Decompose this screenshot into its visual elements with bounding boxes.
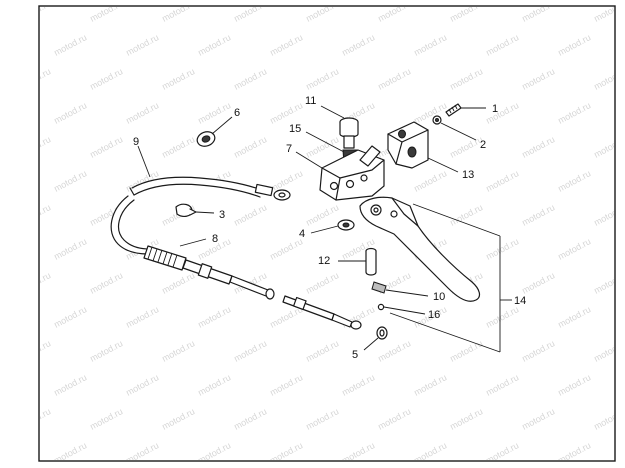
callout-group-7: 7 (286, 143, 323, 169)
callout-2: 2 (480, 139, 486, 151)
part-clutch-cable (110, 195, 275, 300)
part-handlebar-clamp (387, 121, 429, 169)
callout-group-10: 10 (385, 289, 445, 303)
callout-3: 3 (219, 209, 225, 221)
callout-group-15: 15 (289, 123, 345, 153)
callout-6: 6 (234, 107, 240, 119)
callout-group-12: 12 (318, 255, 366, 267)
part-detent-ball (377, 303, 385, 311)
callout-10: 10 (433, 291, 445, 303)
callout-1: 1 (492, 103, 498, 115)
callout-8: 8 (212, 233, 218, 245)
callout-11: 11 (305, 95, 316, 107)
callout-12: 12 (318, 255, 330, 267)
callout-group-11: 11 (305, 95, 345, 119)
callout-group-1: 1 (461, 103, 498, 115)
callout-group-4: 4 (299, 225, 339, 240)
callout-13: 13 (462, 169, 474, 181)
callout-group-13: 13 (427, 157, 474, 181)
callout-5: 5 (352, 349, 358, 361)
callout-group-2: 2 (440, 122, 486, 151)
callout-group-14: 14 (389, 203, 526, 353)
callout-group-6: 6 (211, 107, 240, 135)
part-bushing (337, 219, 355, 231)
callout-14: 14 (514, 295, 526, 307)
part-roller-pin (371, 281, 387, 294)
callout-15: 15 (289, 123, 301, 135)
part-clamp-washer (432, 115, 442, 125)
callout-7: 7 (286, 143, 292, 155)
part-inner-cable-end (282, 295, 362, 330)
part-switch-wire (129, 176, 291, 201)
callout-group-8: 8 (179, 233, 218, 247)
callout-group-16: 16 (383, 306, 440, 321)
part-o-ring (376, 326, 388, 340)
cable-boot (143, 245, 187, 271)
callout-group-5: 5 (352, 337, 379, 361)
callout-16: 16 (428, 309, 440, 321)
part-sleeve (365, 247, 377, 276)
callout-group-9: 9 (133, 136, 151, 178)
part-clutch-lever (359, 196, 481, 302)
callout-4: 4 (299, 228, 305, 240)
part-cable-clip (175, 203, 197, 217)
part-grommet (196, 131, 216, 147)
part-lever-bracket (319, 145, 385, 201)
part-pivot-pin (339, 117, 359, 149)
callout-9: 9 (133, 136, 139, 148)
callout-group-3: 3 (195, 209, 225, 221)
